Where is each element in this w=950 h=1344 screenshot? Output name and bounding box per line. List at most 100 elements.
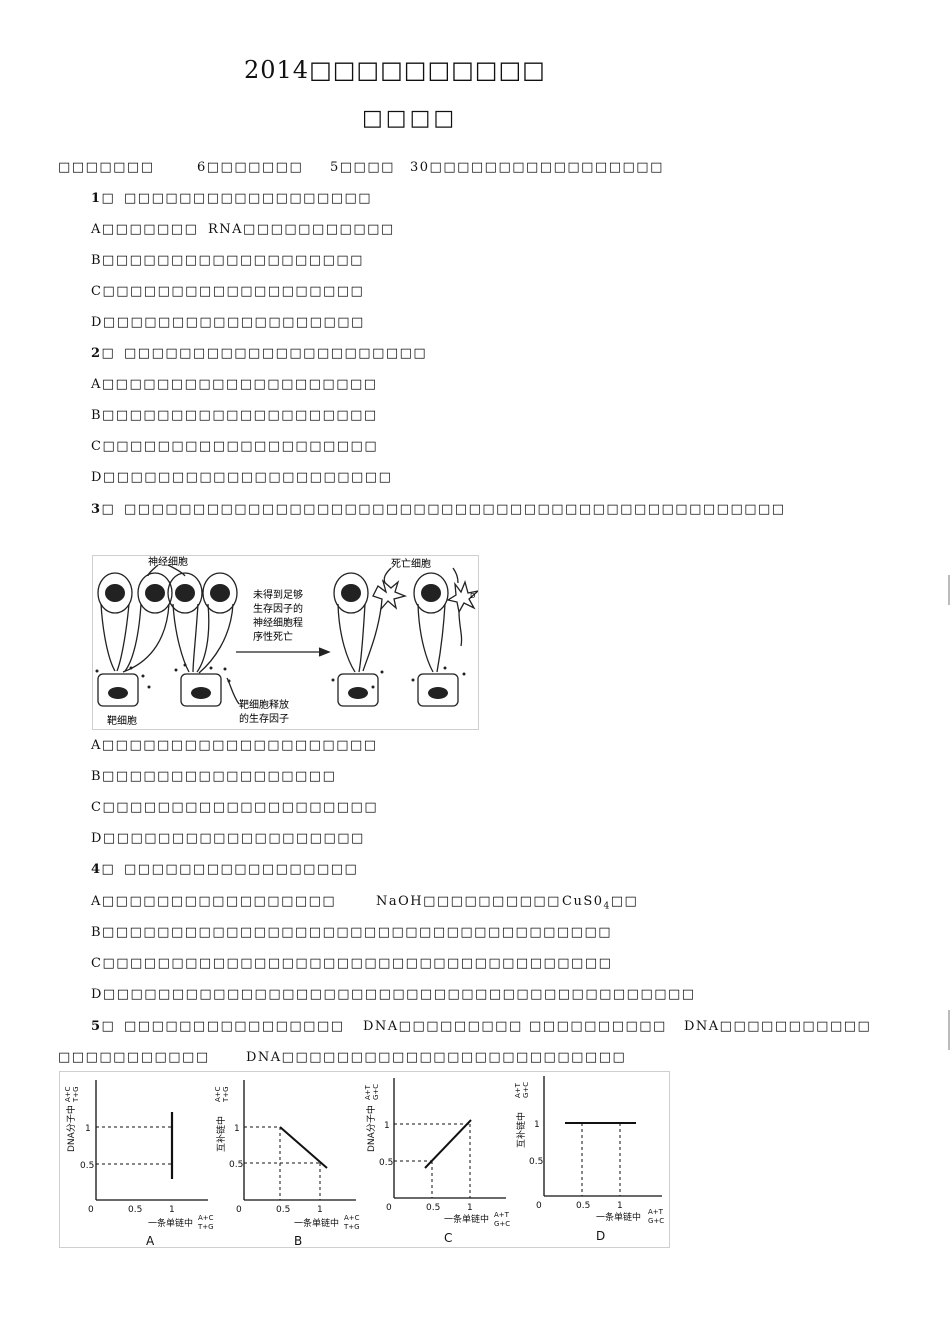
neuron-body [137,572,173,614]
axon [436,603,446,673]
x-frac-num: A+T [648,1208,664,1216]
x-axis-label: 一条单链中 [294,1217,339,1229]
axon [196,603,210,673]
neuron-body [97,572,133,614]
y-axis-label: 互补链中 [215,1116,227,1152]
x-frac-num: A+C [198,1214,214,1222]
axon [358,603,366,673]
neuron-body [167,572,203,614]
nucleus [191,687,211,699]
x-tick-0.5: 0.5 [276,1205,290,1215]
q1-option-d: D□□□□□□□□□□□□□□□□□□□ [91,315,365,330]
q5-stem-3: □□□□□□□□□□ [529,1019,667,1034]
nucleus [108,687,128,699]
nucleus [175,584,195,602]
y-frac-den: G+C [522,1082,530,1098]
y-frac-den: T+G [222,1086,230,1103]
y-frac-num: A+C [64,1086,72,1102]
q4-number: 4□ [91,862,116,877]
x-frac-den: T+G [197,1223,214,1231]
axon [192,603,199,673]
q2-option-c: C□□□□□□□□□□□□□□□□□□□□ [91,439,379,454]
q1-number: 1□ [91,191,116,206]
nucleus [428,687,448,699]
nucleus [210,584,230,602]
arrow-label-2: 生存因子的 [253,602,303,615]
q5-stem-6: DNA□□□□□□□□□□□□□□□□□□□□□□□□□ [246,1050,627,1065]
target-cell [97,673,139,707]
y-frac-num: A+T [514,1082,522,1098]
q4-stem: □□□□□□□□□□□□□□□□□ [124,862,359,877]
graph-letter: C [444,1231,452,1245]
q3-option-c: C□□□□□□□□□□□□□□□□□□□□ [91,800,379,815]
leader-line [167,564,186,577]
y-axis-label: 互补链中 [515,1112,527,1148]
y-axis-label: DNA分子中 [365,1105,377,1152]
axon [337,603,356,673]
axon [198,603,234,674]
scan-edge-mark [948,575,950,605]
q3-option-d: D□□□□□□□□□□□□□□□□□□□ [91,831,365,846]
neuron-body [333,572,369,614]
x-tick-1: 1 [617,1201,623,1211]
x-tick-0.5: 0.5 [576,1201,590,1211]
y-tick-1: 1 [534,1120,540,1130]
axon [172,603,190,673]
target-cell [417,673,459,707]
instructions-part-3: 5□□□□ [330,160,395,175]
x-frac-den: G+C [648,1217,664,1225]
q3-stem: □□□□□□□□□□□□□□□□□□□□□□□□□□□□□□□□□□□□□□□□… [124,502,786,517]
q3-option-a: A□□□□□□□□□□□□□□□□□□□□ [91,738,378,753]
arrow-label-3: 神经细胞程 [253,616,303,629]
q5-stem-2: DNA□□□□□□□□□ [363,1019,523,1034]
q1-stem: □□□□□□□□□□□□□□□□□□ [124,191,373,206]
q2-number: 2□ [91,346,116,361]
leader-line [383,567,392,584]
section-title: □□□□ [362,106,458,131]
x-frac-num: A+T [494,1211,510,1219]
x-tick-0.5: 0.5 [426,1203,440,1213]
arrow-label-1: 未得到足够 [253,589,303,601]
q4-option-b: B□□□□□□□□□□□□□□□□□□□□□□□□□□□□□□□□□□□□□ [91,925,613,940]
q3-figure: 神经细胞 死亡细胞 未得到足够 生存因子的 神经细胞程 序性死亡 靶细胞 靶细胞… [92,555,481,730]
graph-a: 0 0.5 1 1 0.5 一条单链中 A+C T+G DNA分子中 A+C T… [64,1080,214,1248]
graph-c: 0 0.5 1 1 0.5 一条单链中 A+T G+C DNA分子中 A+T G… [364,1078,510,1245]
y-frac-num: A+T [364,1084,372,1100]
x-axis-label: 一条单链中 [444,1213,489,1225]
y-frac-den: T+G [72,1086,80,1103]
q5-stem-4: DNA□□□□□□□□□□□ [684,1019,872,1034]
q4-option-a: A□□□□□□□□□□□□□□□□□ [91,894,337,909]
q4-option-a-cuso4: CuS04□□ [562,894,639,912]
origin-label: 0 [88,1205,94,1215]
label-release-2: 的生存因子 [239,712,289,725]
q3-option-b: B□□□□□□□□□□□□□□□□□ [91,769,337,784]
q5-stem-1: □□□□□□□□□□□□□□□□ [124,1019,345,1034]
q4-option-d: D□□□□□□□□□□□□□□□□□□□□□□□□□□□□□□□□□□□□□□□… [91,987,696,1002]
axon [458,611,463,647]
q4-option-a-naoh: NaOH□□□□□□□□□□ [376,894,561,909]
y-frac-den: G+C [372,1084,380,1100]
x-frac-den: G+C [494,1220,510,1228]
target-cell [180,673,222,707]
label-nerve-cell: 神经细胞 [148,556,188,568]
q3-number: 3□ [91,502,116,517]
data-line [424,1119,472,1169]
q5-graphs: 0 0.5 1 1 0.5 一条单链中 A+C T+G DNA分子中 A+C T… [59,1071,670,1248]
graph-b: 0 0.5 1 1 0.5 一条单链中 A+C T+G 互补链中 A+C T+G… [214,1080,360,1248]
neuron-body [413,572,449,614]
axon [417,603,434,673]
instructions-part-2: 6□□□□□□□ [197,160,304,175]
q1-option-a: A□□□□□□□ [91,222,199,237]
q1-option-b: B□□□□□□□□□□□□□□□□□□□ [91,253,364,268]
dead-cell [446,579,481,614]
q2-stem: □□□□□□□□□□□□□□□□□□□□□□ [124,346,428,361]
y-tick-1: 1 [234,1124,240,1134]
y-axis-label: DNA分子中 [65,1105,77,1152]
y-tick-0.5: 0.5 [80,1161,94,1171]
x-tick-1: 1 [169,1205,175,1215]
instructions-part-4: 30□□□□□□□□□□□□□□□□□ [410,160,664,175]
arrow-label-4: 序性死亡 [253,630,293,643]
q2-option-a: A□□□□□□□□□□□□□□□□□□□□ [91,377,378,392]
label-target-cell: 靶细胞 [107,714,137,727]
nucleus [341,584,361,602]
